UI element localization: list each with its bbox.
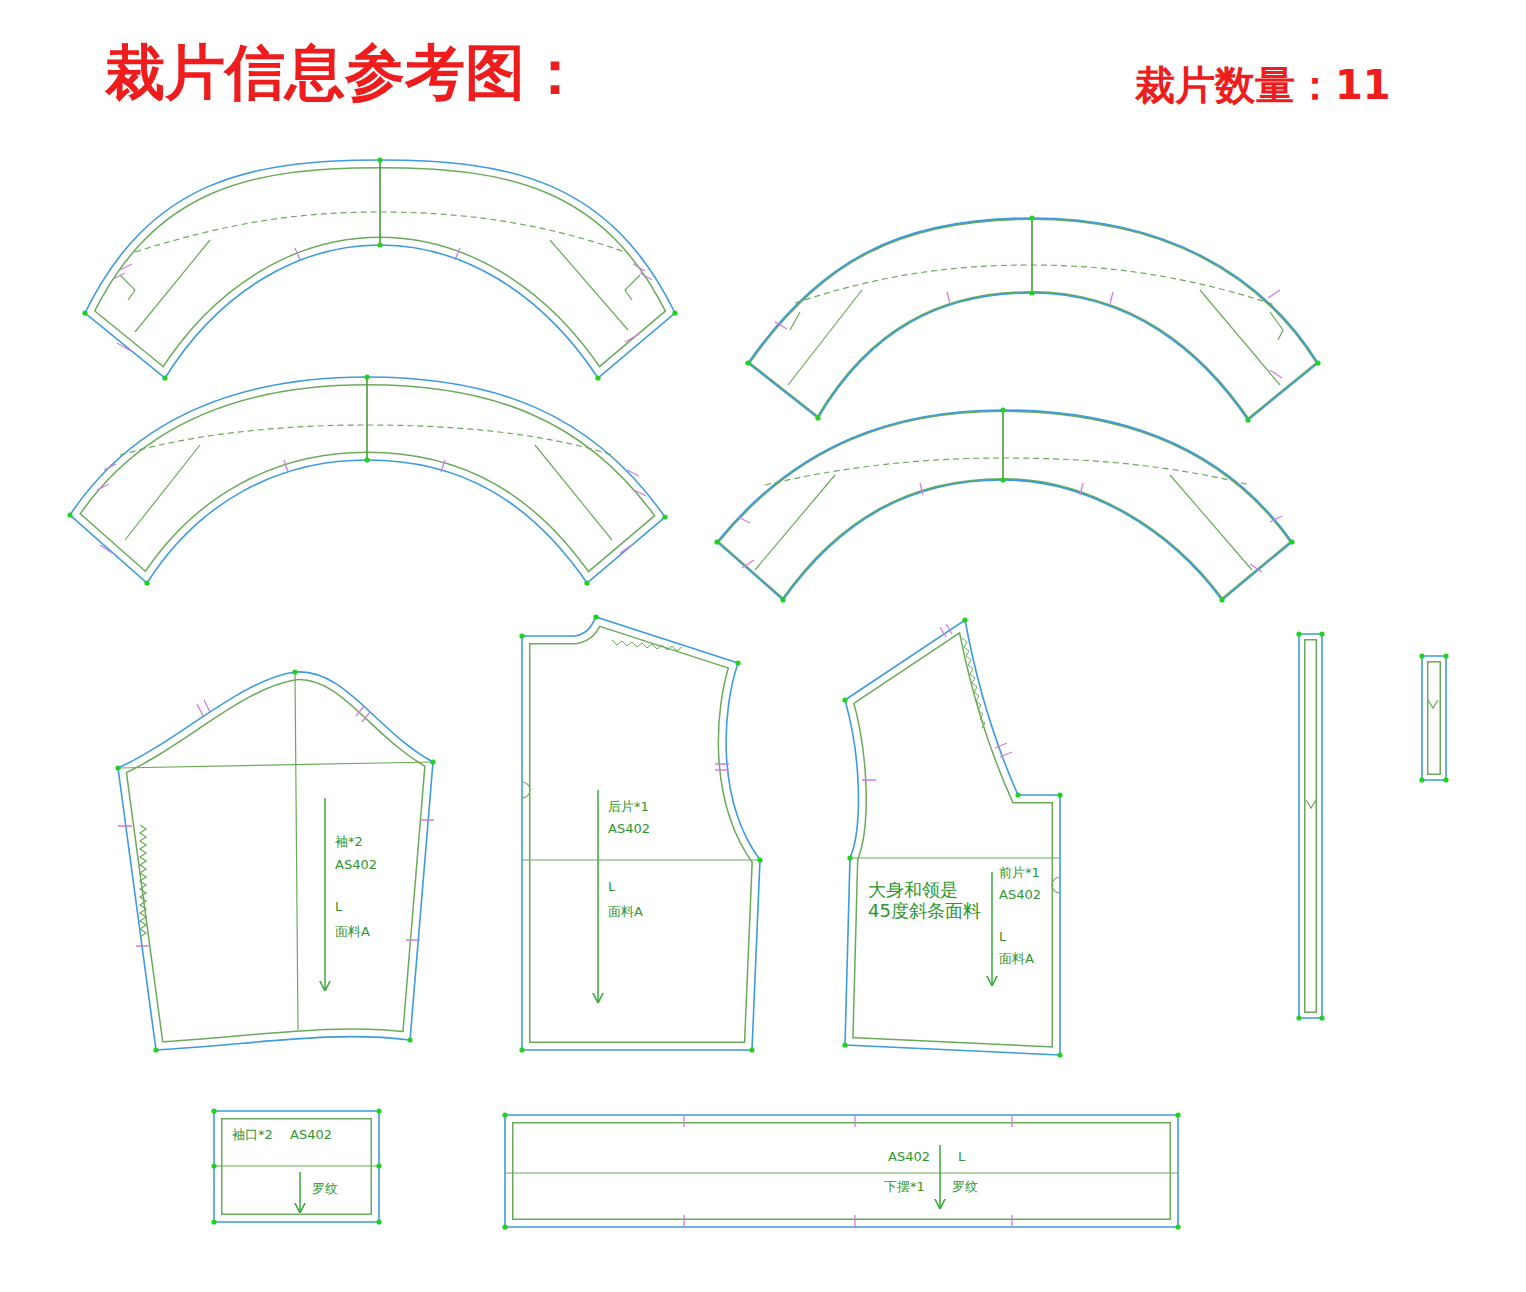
- piece-label: 下摆*1: [884, 1180, 925, 1195]
- piece-label: 罗纹: [952, 1180, 978, 1195]
- piece-label: 罗纹: [312, 1182, 338, 1197]
- piece-label: AS402: [335, 858, 377, 873]
- piece-label: L: [608, 880, 615, 895]
- piece-count: 裁片数量：11: [1135, 62, 1391, 108]
- piece-label: AS402: [290, 1128, 332, 1143]
- piece-label: 后片*1: [608, 800, 649, 815]
- piece-label: 前片*1: [999, 866, 1040, 881]
- piece-label: AS402: [999, 888, 1041, 903]
- piece-label: L: [958, 1150, 965, 1165]
- piece-label: 面料A: [608, 905, 643, 920]
- piece-label: L: [335, 900, 342, 915]
- piece-label: 面料A: [335, 925, 370, 940]
- piece-label: L: [999, 930, 1006, 945]
- piece-label: 袖口*2: [232, 1128, 273, 1143]
- piece-label: AS402: [608, 822, 650, 837]
- piece-label: 面料A: [999, 952, 1034, 967]
- piece-label: AS402: [888, 1150, 930, 1165]
- piece-label: 袖*2: [335, 835, 363, 850]
- page-title: 裁片信息参考图：: [105, 38, 585, 107]
- piece-label: 大身和领是 45度斜条面料: [868, 880, 990, 921]
